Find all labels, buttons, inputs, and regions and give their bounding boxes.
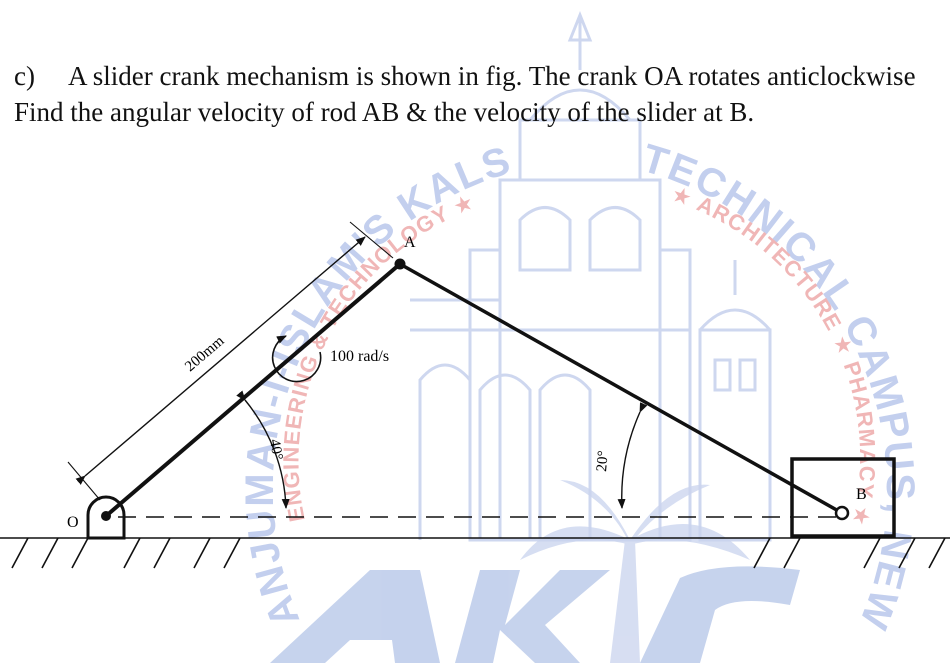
label-o: O bbox=[67, 514, 79, 531]
rod-angle-arc bbox=[617, 402, 648, 509]
aktc-logo-watermark bbox=[270, 566, 800, 663]
slider-block bbox=[790, 457, 896, 538]
angular-velocity-arrow bbox=[271, 335, 322, 383]
slider-pin-b bbox=[834, 505, 850, 521]
ground-surface bbox=[0, 537, 950, 569]
dimension-label-200mm: 200mm bbox=[182, 333, 227, 375]
dimension-line-200mm bbox=[75, 236, 366, 485]
connecting-rod-ab bbox=[399, 262, 843, 515]
label-b: B bbox=[856, 486, 867, 503]
question-text: c) A slider crank mechanism is shown in f… bbox=[14, 58, 916, 130]
label-a: A bbox=[404, 234, 416, 251]
question-line-1: c) A slider crank mechanism is shown in f… bbox=[14, 58, 916, 94]
question-line-1-text: A slider crank mechanism is shown in fig… bbox=[68, 61, 916, 91]
crank-oa bbox=[104, 262, 402, 518]
crank-angle-arc bbox=[236, 390, 290, 509]
palm-tree-watermark bbox=[520, 480, 750, 663]
fixed-pivot-o bbox=[86, 495, 126, 540]
extension-line-a bbox=[349, 221, 394, 259]
extension-line-o bbox=[67, 461, 101, 501]
angular-velocity-label: 100 rad/s bbox=[330, 348, 389, 365]
question-line-2: Find the angular velocity of rod AB & th… bbox=[14, 97, 755, 127]
crank-angle-label: 40° bbox=[266, 438, 285, 461]
rod-angle-label: 20° bbox=[594, 450, 612, 472]
question-label: c) bbox=[14, 61, 35, 91]
